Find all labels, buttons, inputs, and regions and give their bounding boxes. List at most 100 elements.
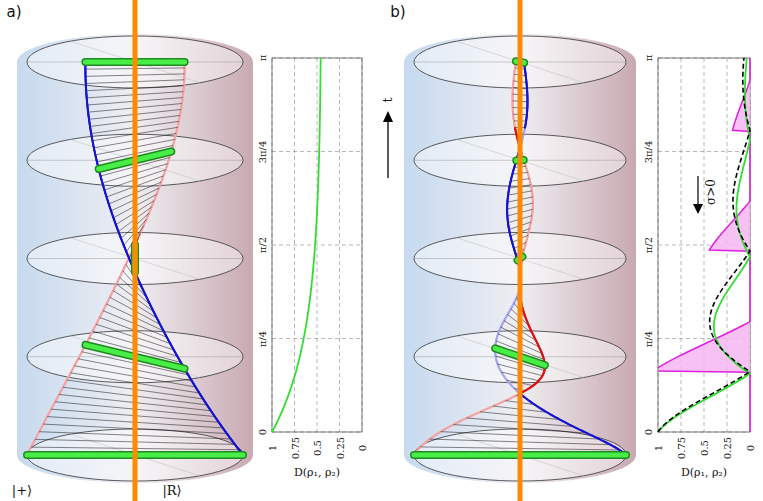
- state-trajectory-blue: [178, 358, 181, 361]
- state-trajectory-blue: [154, 313, 156, 316]
- state-trajectory-red: [525, 167, 527, 170]
- state-trajectory-red: [111, 291, 113, 294]
- state-trajectory-blue: [525, 119, 527, 122]
- state-trajectory-blue: [187, 373, 190, 376]
- state-trajectory-blue: [525, 76, 527, 79]
- plot-frame: [272, 58, 362, 432]
- state-trajectory-red: [535, 381, 538, 384]
- state-trajectory-red: [182, 97, 184, 100]
- state-trajectory-red: [183, 81, 185, 84]
- state-trajectory-red: [182, 96, 184, 99]
- state-trajectory-red: [529, 180, 531, 183]
- state-trajectory-blue: [512, 243, 514, 246]
- arrow-head: [693, 204, 703, 214]
- state-trajectory-red: [530, 221, 532, 224]
- state-trajectory-red: [110, 292, 112, 295]
- state-trajectory-blue: [229, 437, 232, 440]
- grid-line: [272, 151, 362, 152]
- state-trajectory-blue: [512, 245, 514, 248]
- state-trajectory-red: [156, 191, 158, 194]
- state-trajectory-red: [183, 79, 185, 82]
- state-trajectory-blue: [526, 86, 528, 89]
- state-trajectory-red: [179, 114, 181, 117]
- state-trajectory-blue: [526, 90, 528, 93]
- state-trajectory-red: [157, 189, 159, 192]
- state-trajectory-blue: [525, 77, 527, 80]
- state-trajectory-blue: [526, 112, 528, 115]
- state-trajectory-red: [530, 218, 532, 221]
- state-trajectory-blue: [164, 332, 167, 335]
- state-trajectory-red: [525, 166, 527, 169]
- state-trajectory-blue: [524, 127, 526, 130]
- state-trajectory-red: [543, 369, 545, 372]
- state-trajectory-blue: [526, 104, 528, 107]
- state-trajectory-red: [512, 83, 514, 86]
- state-trajectory-blue: [195, 386, 198, 389]
- state-trajectory-red: [159, 184, 161, 187]
- state-trajectory-blue: [226, 432, 229, 435]
- state-trajectory-blue: [500, 324, 502, 327]
- state-trajectory-red: [183, 87, 185, 90]
- state-trajectory-red: [174, 136, 176, 139]
- state-trajectory-red: [512, 91, 514, 94]
- state-trajectory-blue: [227, 435, 230, 438]
- state-trajectory-red: [154, 196, 156, 199]
- state-trajectory-red: [183, 80, 185, 83]
- state-trajectory-blue: [525, 81, 527, 84]
- state-trajectory-red: [175, 132, 177, 135]
- state-trajectory-red: [146, 215, 148, 218]
- state-trajectory-blue: [525, 117, 527, 120]
- tick-label: π/4: [257, 330, 268, 346]
- state-trajectory-blue: [144, 293, 146, 296]
- state-trajectory-red: [513, 77, 515, 80]
- tick-label: 3π/4: [643, 140, 654, 163]
- state-trajectory-red: [513, 75, 515, 78]
- state-trajectory-blue: [191, 381, 194, 384]
- state-trajectory-blue: [195, 387, 198, 390]
- state-trajectory-blue: [167, 339, 170, 342]
- state-trajectory-red: [173, 140, 175, 143]
- state-trajectory-blue: [507, 312, 510, 315]
- state-trajectory-blue: [163, 331, 166, 334]
- state-trajectory-blue: [526, 108, 528, 111]
- state-trajectory-blue: [510, 306, 512, 309]
- state-trajectory-blue: [501, 322, 503, 325]
- state-trajectory-red: [512, 80, 514, 83]
- state-trajectory-blue: [161, 327, 164, 330]
- state-trajectory-blue: [526, 113, 528, 116]
- state-trajectory-red: [182, 92, 184, 95]
- state-trajectory-blue: [508, 230, 510, 233]
- state-trajectory-blue: [526, 103, 528, 106]
- state-trajectory-red: [541, 354, 543, 357]
- tick-label: π/2: [257, 237, 268, 253]
- axis-title: D(ρ₁, ρ₂): [681, 467, 727, 479]
- state-trajectory-red: [528, 175, 530, 178]
- state-trajectory-red: [532, 205, 534, 208]
- state-trajectory-blue: [229, 436, 232, 439]
- state-trajectory-red: [163, 172, 165, 175]
- state-trajectory-blue: [174, 352, 177, 355]
- state-trajectory-blue: [159, 322, 161, 325]
- state-trajectory-red: [538, 379, 541, 382]
- state-trajectory-red: [534, 383, 537, 386]
- state-label: |+⟩: [12, 484, 32, 498]
- state-trajectory-blue: [189, 377, 192, 380]
- state-trajectory-blue: [524, 71, 526, 74]
- state-trajectory-red: [514, 125, 516, 128]
- state-trajectory-blue: [526, 91, 528, 94]
- state-trajectory-blue: [526, 87, 528, 90]
- state-trajectory-red: [154, 197, 156, 200]
- state-trajectory-blue: [236, 446, 239, 449]
- state-trajectory-blue: [525, 73, 527, 76]
- state-trajectory-red: [515, 132, 517, 135]
- state-trajectory-red: [532, 195, 534, 198]
- state-trajectory-blue: [166, 337, 169, 340]
- state-trajectory-blue: [144, 294, 146, 297]
- state-trajectory-blue: [226, 433, 229, 436]
- state-trajectory-red: [540, 350, 542, 353]
- state-trajectory-blue: [526, 92, 528, 95]
- state-trajectory-red: [527, 174, 529, 177]
- state-trajectory-blue: [526, 114, 528, 117]
- state-trajectory-blue: [501, 323, 503, 326]
